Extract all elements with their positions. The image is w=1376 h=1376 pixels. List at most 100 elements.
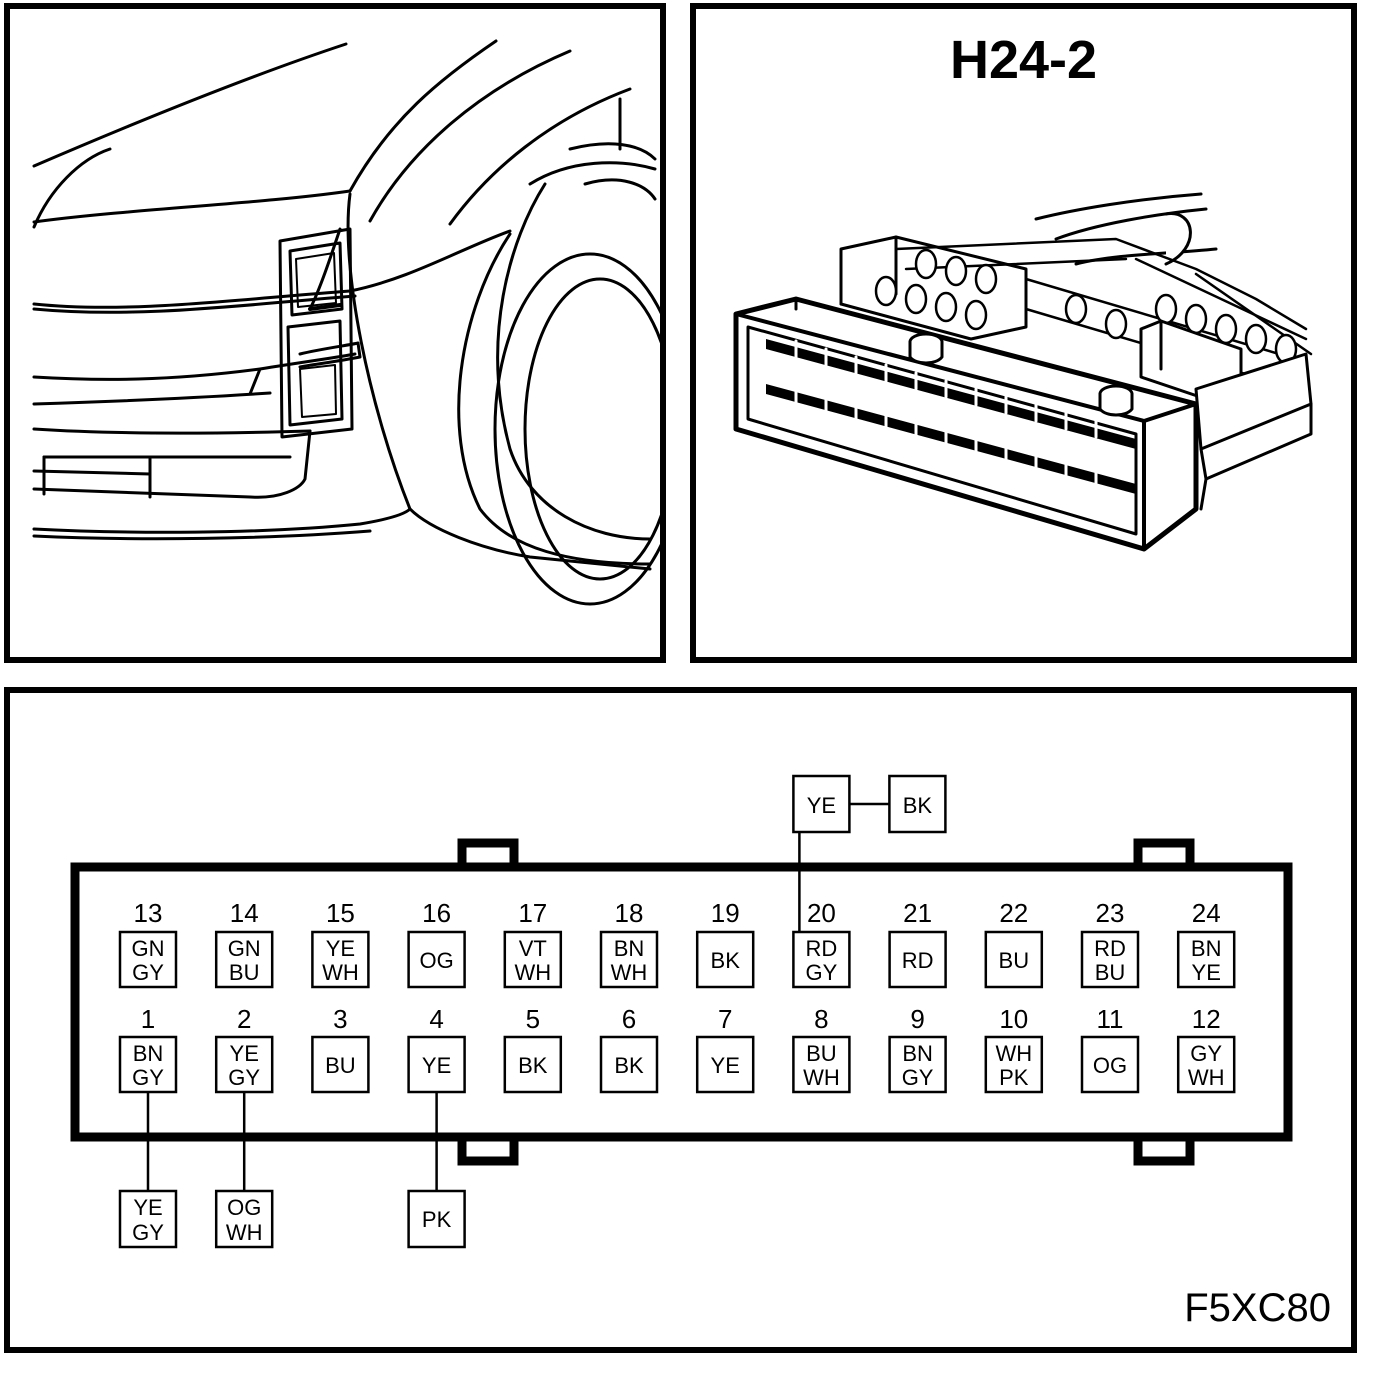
pin-number: 2 (237, 1004, 251, 1034)
pin-number: 19 (711, 898, 740, 928)
wire-color-label: WH (322, 960, 359, 985)
wire-color-box (599, 930, 659, 989)
wire-color-label: BN (614, 936, 645, 961)
wire-color-label: WH (226, 1220, 263, 1245)
wire-color-box (1176, 930, 1236, 989)
pin-number: 18 (615, 898, 644, 928)
pin-number: 10 (999, 1004, 1028, 1034)
pin-number: 24 (1192, 898, 1221, 928)
pin-number: 20 (807, 898, 836, 928)
wire-color-box (407, 1189, 466, 1249)
wire-color-label: GY (228, 1065, 260, 1090)
wire-color-box (118, 930, 178, 989)
wire-color-label: BN (902, 1041, 933, 1066)
pin-number: 13 (134, 898, 163, 928)
wire-color-box (407, 1035, 466, 1094)
pin-4: 4YE (407, 1004, 466, 1094)
wire-color-label: BN (1191, 936, 1222, 961)
wire-color-box (984, 930, 1044, 989)
wire-color-label: YE (230, 1041, 259, 1066)
wire-color-box (888, 774, 947, 834)
wire-color-box (118, 1189, 178, 1249)
pin-5: 5BK (503, 1004, 563, 1094)
wire-color-label: YE (422, 1053, 451, 1078)
wire-color-label: PK (999, 1065, 1029, 1090)
wire-color-box (118, 1035, 178, 1094)
latch-bottom (457, 1137, 519, 1166)
wire-color-label: BK (518, 1053, 548, 1078)
wire-color-label: BK (614, 1053, 644, 1078)
pin-6: 6BK (599, 1004, 659, 1094)
wire-color-box (695, 930, 755, 989)
wire-color-label: BN (133, 1041, 164, 1066)
wire-color-label: OG (227, 1195, 261, 1220)
wire-color-box (214, 930, 274, 989)
connector-title: H24-2 (949, 30, 1098, 90)
pin-number: 16 (422, 898, 451, 928)
wire-color-label: WH (803, 1065, 840, 1090)
pinout-diagram: 13GNGY14GNBU15YEWH16OG17VTWH18BNWH19BK20… (70, 774, 1293, 1249)
latch-bottom (1133, 1137, 1195, 1166)
pin-number: 14 (230, 898, 259, 928)
connector-illustration (733, 192, 1313, 552)
wire-color-box (503, 1035, 563, 1094)
wire-color-box (984, 1035, 1044, 1094)
wire-color-label: VT (519, 936, 547, 961)
wire-color-box (1176, 1035, 1236, 1094)
wire-color-box (695, 1035, 755, 1094)
wire-color-label: BK (711, 948, 741, 973)
pin-number: 8 (814, 1004, 828, 1034)
wire-color-label: GY (806, 960, 838, 985)
wire-color-label: YE (326, 936, 355, 961)
wire-color-label: RD (1094, 936, 1126, 961)
wire-color-box (888, 930, 947, 989)
car-front-illustration (32, 39, 660, 606)
pin-number: 6 (622, 1004, 636, 1034)
pin-number: 5 (526, 1004, 540, 1034)
pin-number: 22 (999, 898, 1028, 928)
wire-color-label: RD (806, 936, 838, 961)
splice-branch-pin-4: PK (407, 1092, 466, 1249)
wire-color-box (792, 774, 851, 834)
pin-number: 1 (141, 1004, 155, 1034)
wire-color-box (503, 930, 563, 989)
pin-number: 15 (326, 898, 355, 928)
wire-color-label: YE (1192, 960, 1221, 985)
wire-color-box (407, 930, 466, 989)
connector-view-panel: H24-2 (690, 3, 1357, 663)
connector-housing (70, 862, 1293, 1142)
wire-color-label: YE (133, 1195, 162, 1220)
wire-color-label: BU (999, 948, 1030, 973)
wire-color-label: GY (1190, 1041, 1222, 1066)
wire-color-label: BK (903, 793, 933, 818)
wire-color-label: OG (1093, 1053, 1127, 1078)
wire-color-box (214, 1189, 274, 1249)
wire-color-label: BU (229, 960, 260, 985)
wire-color-box (311, 1035, 370, 1094)
pin-number: 7 (718, 1004, 732, 1034)
wire-color-box (888, 1035, 947, 1094)
car-location-panel (4, 3, 666, 663)
latch-top (1133, 838, 1195, 867)
pin-number: 21 (903, 898, 932, 928)
figure-code: F5XC80 (1184, 1286, 1331, 1330)
wire-color-label: RD (902, 948, 934, 973)
wire-color-box (1080, 930, 1140, 989)
pin-3: 3BU (311, 1004, 370, 1094)
wire-color-label: GY (902, 1065, 934, 1090)
